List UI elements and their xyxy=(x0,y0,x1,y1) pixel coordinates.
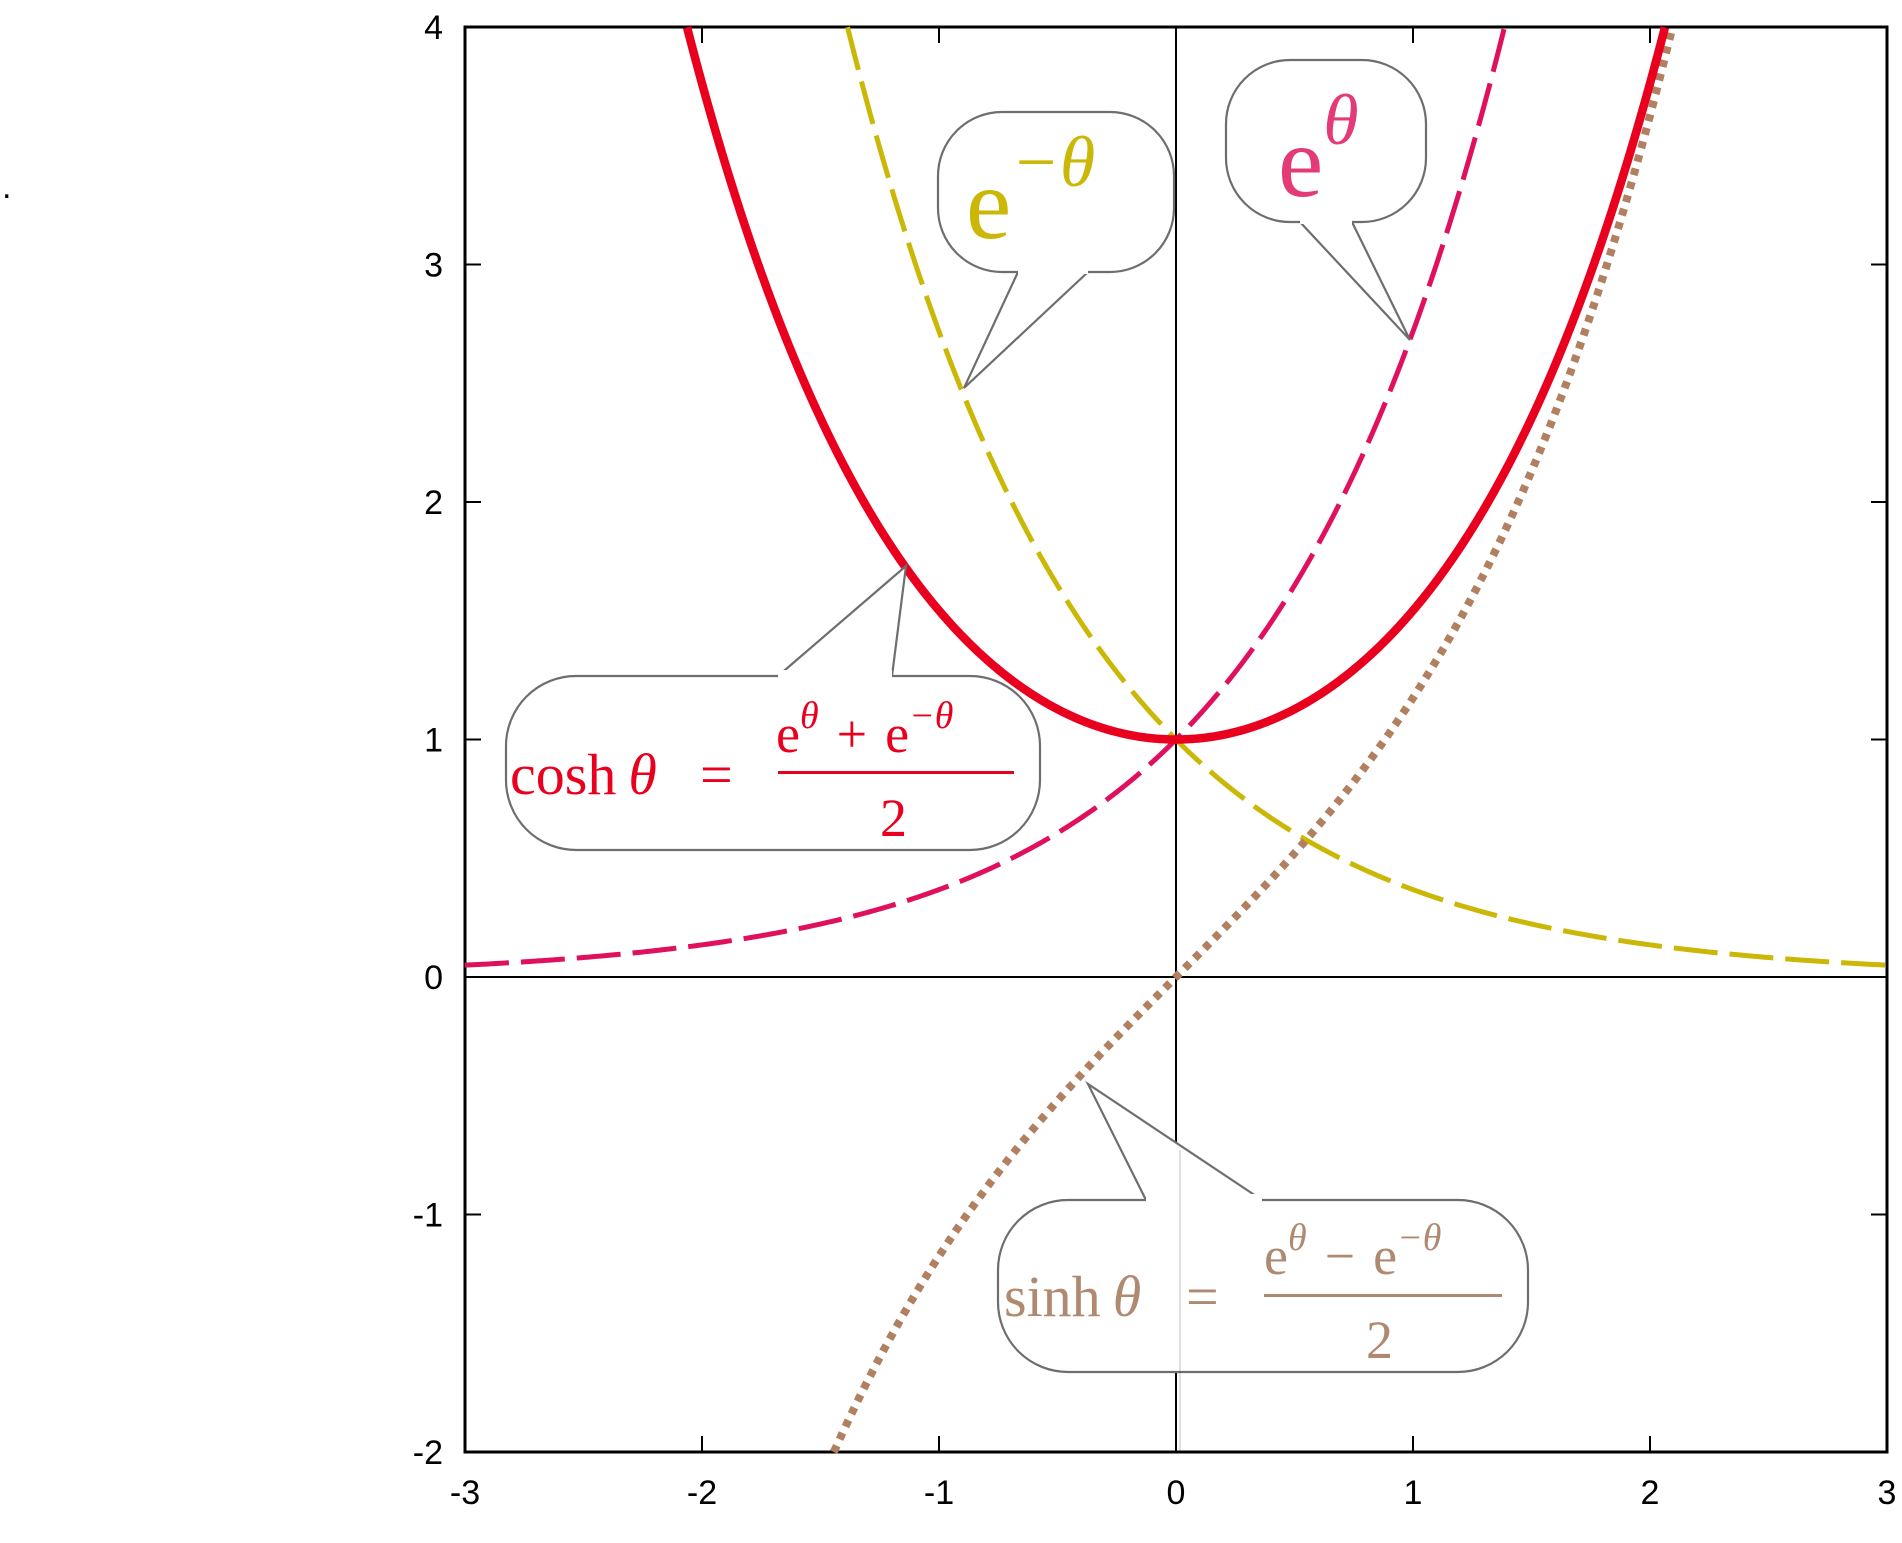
y-tick-label: 4 xyxy=(424,9,443,47)
cosh-num-b: e xyxy=(885,704,909,764)
y-tick-label: -2 xyxy=(413,1434,443,1472)
x-tick-label: 1 xyxy=(1404,1474,1423,1512)
callout-e-theta-label: eθ xyxy=(1278,80,1359,219)
y-tick-label: 3 xyxy=(424,247,443,285)
series-line xyxy=(830,26,1677,1454)
series-line xyxy=(845,26,1888,968)
sinh-num-a: e xyxy=(1264,1226,1288,1286)
cosh-num-a: e xyxy=(776,704,800,764)
cosh-num-b-sup: −θ xyxy=(909,695,953,737)
sinh-eq: = xyxy=(1186,1264,1219,1329)
e-theta-sup: θ xyxy=(1323,80,1358,160)
sinh-numerator: eθ−e−θ xyxy=(1264,1217,1441,1286)
y-tick-label: 1 xyxy=(424,722,443,760)
sinh-op: − xyxy=(1325,1226,1355,1286)
y-tick-label: 2 xyxy=(424,484,443,522)
x-tick-label: -3 xyxy=(450,1474,480,1512)
series-line xyxy=(682,26,1670,744)
x-tick-label: -1 xyxy=(924,1474,954,1512)
stray-mark: . xyxy=(2,168,11,206)
cosh-fraction-bar xyxy=(778,771,1014,774)
x-tick-label: 2 xyxy=(1641,1474,1660,1512)
sinh-num-a-sup: θ xyxy=(1288,1217,1307,1259)
callout-box xyxy=(504,674,1042,852)
callout-e-neg-theta: e−θ xyxy=(936,110,1176,389)
cosh-numerator: eθ+e−θ xyxy=(776,695,953,764)
series-group xyxy=(464,26,1888,1454)
x-tick-label: 3 xyxy=(1878,1474,1897,1512)
y-tick-label: 0 xyxy=(424,959,443,997)
sinh-var: θ xyxy=(1113,1264,1142,1329)
cosh-op: + xyxy=(837,704,867,764)
e-theta-base: e xyxy=(1278,106,1323,219)
x-tick-label: -2 xyxy=(687,1474,717,1512)
sinh-den: 2 xyxy=(1366,1310,1393,1370)
callout-e-theta: eθ xyxy=(1224,58,1428,341)
sinh-num-b-sup: −θ xyxy=(1397,1217,1441,1259)
e-neg-theta-base: e xyxy=(966,148,1011,261)
cosh-eq: = xyxy=(700,742,733,807)
callout-box xyxy=(996,1198,1530,1374)
e-neg-theta-sup: −θ xyxy=(1011,122,1095,202)
sinh-num-b: e xyxy=(1373,1226,1397,1286)
callout-e-neg-theta-label: e−θ xyxy=(966,122,1095,261)
cosh-var: θ xyxy=(628,742,657,807)
series-line xyxy=(464,26,1507,968)
zero-axis-overlay xyxy=(1179,1150,1181,1452)
sinh-func: sinh xyxy=(1004,1264,1101,1329)
ticks xyxy=(464,26,1888,1453)
sinh-fraction-bar xyxy=(1264,1294,1502,1297)
cosh-num-a-sup: θ xyxy=(800,695,819,737)
cosh-den: 2 xyxy=(880,788,907,848)
y-tick-label: -1 xyxy=(413,1197,443,1235)
x-tick-label: 0 xyxy=(1167,1474,1186,1512)
cosh-func: cosh xyxy=(510,742,616,807)
